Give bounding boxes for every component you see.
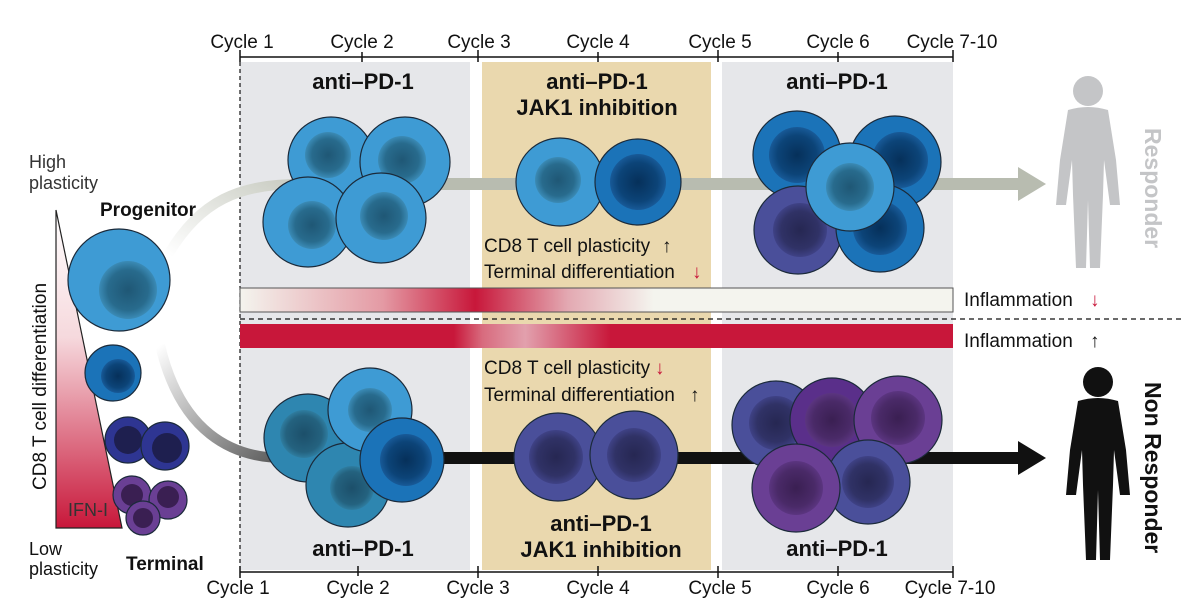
- cycle-bottom-1: Cycle 1: [206, 578, 269, 599]
- nonresp-terminal-arrow: ↑: [690, 385, 700, 406]
- cycle-top-2: Cycle 2: [330, 32, 393, 53]
- cycle-top-5: Cycle 5: [688, 32, 751, 53]
- nonresp-terminal-label: Terminal differentiation: [484, 385, 675, 406]
- cycle-top-3: Cycle 3: [447, 32, 510, 53]
- nonresponder-cluster-phase3: [731, 375, 943, 533]
- nonresponder-figure: Non Responder: [1066, 367, 1166, 560]
- nonresp-phase2-label-line2: JAK1 inhibition: [520, 537, 681, 562]
- cell-indigo: [589, 410, 679, 500]
- nonresponder-cluster-phase2: [513, 410, 679, 502]
- resp-terminal-label: Terminal differentiation: [484, 262, 675, 283]
- terminal-label: Terminal: [126, 554, 204, 575]
- ifn-label: IFN-I: [68, 500, 108, 520]
- nonresponder-arrow-head: [1018, 441, 1046, 475]
- left-scale: High plasticity Low plasticity CD8 T cel…: [29, 152, 204, 579]
- cell-mid-blue-small: [84, 344, 142, 402]
- resp-terminal-arrow: ↓: [692, 262, 702, 283]
- inflammation-bar-upper: [239, 287, 954, 313]
- cycle-top-1: Cycle 1: [210, 32, 273, 53]
- low-plasticity-line2: plasticity: [29, 559, 98, 579]
- nonresp-plasticity-label: CD8 T cell plasticity: [484, 358, 651, 379]
- responder-arrow-head: [1018, 167, 1046, 201]
- resp-phase2-label-line2: JAK1 inhibition: [516, 95, 677, 120]
- cycle-top-6: Cycle 6: [806, 32, 869, 53]
- cell-mid-blue: [359, 417, 445, 503]
- cell-purple-small: [148, 480, 188, 520]
- cell-mid-blue: [594, 138, 682, 226]
- cell-light-blue: [335, 172, 427, 264]
- responder-cluster-phase2: [515, 137, 682, 227]
- cell-purple-small: [125, 500, 161, 536]
- progenitor-label: Progenitor: [100, 200, 197, 221]
- responder-plasticity-text: CD8 T cell plasticity ↑ Terminal differe…: [484, 236, 702, 283]
- nonresp-phase1-label: anti–PD-1: [312, 536, 413, 561]
- nonresp-plasticity-arrow: ↓: [655, 358, 665, 379]
- cycle-bottom-2: Cycle 2: [326, 578, 389, 599]
- responder-phase-labels: anti–PD-1 anti–PD-1 JAK1 inhibition anti…: [312, 69, 887, 120]
- inflammation-lower-arrow: ↑: [1090, 331, 1100, 352]
- bottom-axis: Cycle 1 Cycle 2 Cycle 3 Cycle 4 Cycle 5 …: [206, 566, 995, 599]
- responder-figure: Responder: [1056, 76, 1166, 268]
- nonresponder-plasticity-text: CD8 T cell plasticity ↓ Terminal differe…: [484, 358, 700, 406]
- cell-indigo: [513, 412, 603, 502]
- inflammation-upper-label: Inflammation: [964, 290, 1073, 311]
- resp-phase3-label: anti–PD-1: [786, 69, 887, 94]
- inflammation-upper-arrow: ↓: [1090, 290, 1100, 311]
- cell-indigo: [825, 439, 911, 525]
- cell-light-blue: [805, 142, 895, 232]
- resp-plasticity-arrow: ↑: [662, 236, 672, 257]
- inflammation-bars: Inflammation ↓ Inflammation ↑: [239, 287, 1100, 352]
- responder-cluster-phase3: [752, 110, 942, 275]
- inflammation-bar-lower: [240, 324, 953, 348]
- responder-label: Responder: [1140, 128, 1166, 248]
- low-plasticity-line1: Low: [29, 539, 63, 559]
- cell-light-blue: [515, 137, 605, 227]
- cycle-bottom-6: Cycle 6: [806, 578, 869, 599]
- nonresponder-label: Non Responder: [1140, 382, 1166, 553]
- progenitor-cell: [67, 228, 171, 332]
- differentiation-axis-label: CD8 T cell differentiation: [30, 283, 51, 490]
- cycle-top-7-10: Cycle 7-10: [907, 32, 998, 53]
- responder-cluster-phase1: [262, 116, 451, 268]
- resp-plasticity-label: CD8 T cell plasticity: [484, 236, 651, 257]
- cell-purple: [789, 377, 875, 463]
- cell-indigo-small: [140, 421, 190, 471]
- high-plasticity-line1: High: [29, 152, 66, 172]
- nonresponder-phase-labels: anti–PD-1 anti–PD-1 JAK1 inhibition anti…: [312, 511, 887, 562]
- cycle-bottom-5: Cycle 5: [688, 578, 751, 599]
- responder-curve: [163, 179, 301, 258]
- nonresponder-cluster-phase1: [263, 367, 445, 528]
- nonresp-phase2-label-line1: anti–PD-1: [550, 511, 651, 536]
- cycle-top-4: Cycle 4: [566, 32, 630, 53]
- resp-phase1-label: anti–PD-1: [312, 69, 413, 94]
- top-axis: Cycle 1 Cycle 2 Cycle 3 Cycle 4 Cycle 5 …: [210, 32, 997, 62]
- panel-phase2-jak: [482, 62, 711, 570]
- nonresp-phase3-label: anti–PD-1: [786, 536, 887, 561]
- cycle-bottom-3: Cycle 3: [446, 578, 509, 599]
- cell-purple: [751, 443, 841, 533]
- cycle-bottom-7-10: Cycle 7-10: [905, 578, 996, 599]
- cycle-bottom-4: Cycle 4: [566, 578, 630, 599]
- cell-light-blue: [262, 176, 354, 268]
- resp-phase2-label-line1: anti–PD-1: [546, 69, 647, 94]
- high-plasticity-line2: plasticity: [29, 173, 98, 193]
- inflammation-lower-label: Inflammation: [964, 331, 1073, 352]
